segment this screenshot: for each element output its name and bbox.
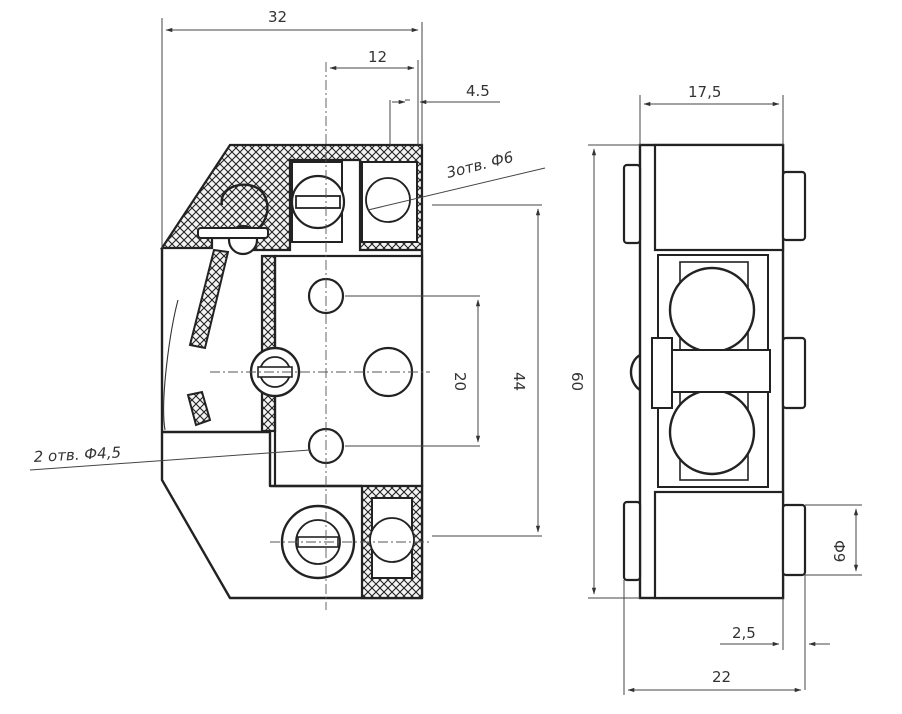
dim-slot-width: 4.5 (466, 82, 490, 100)
lever-bar (197, 227, 269, 239)
side-tab-right-bottom (781, 503, 807, 577)
dim-side-width: 17,5 (688, 83, 721, 101)
side-tab-right-mid (781, 336, 807, 410)
side-left-clip (651, 337, 673, 409)
dim-side-total-width: 22 (712, 668, 731, 686)
side-tab-left-bottom (622, 500, 642, 582)
side-clip-arc (629, 353, 641, 391)
side-roller-bottom (668, 388, 756, 476)
top-hole (365, 177, 411, 223)
spring-coil (220, 183, 269, 234)
side-middle-bar (667, 349, 771, 393)
dim-tab-width: 2,5 (732, 624, 756, 642)
callout-3-holes: 3отв. Ф6 (445, 148, 516, 182)
side-bottom-block (653, 490, 785, 600)
dim-inner-offset: 12 (368, 48, 387, 66)
callout-2-holes: 2 отв. Ф4,5 (33, 443, 121, 466)
body-step-line (162, 430, 362, 488)
side-view: 17,5 60 Ф9 2,5 22 (568, 83, 862, 695)
side-top-block (653, 143, 785, 252)
bottom-hole (369, 517, 415, 563)
dim-overall-width: 32 (268, 8, 287, 26)
side-roller-top (668, 266, 756, 354)
side-tab-right-top (781, 170, 807, 242)
lever-arm (188, 248, 230, 350)
dim-total-height: 60 (568, 372, 586, 391)
dim-body-height: 44 (510, 372, 528, 391)
front-view: 32 12 4.5 3отв. Ф6 20 44 2 отв. Ф4,5 (29, 8, 546, 610)
dim-hole-spacing: 20 (451, 372, 469, 391)
top-screw-slot (295, 195, 341, 209)
side-tab-left-top (622, 163, 642, 245)
dim-tab-diameter: Ф9 (830, 540, 848, 562)
body-chamfer-line (163, 299, 179, 431)
lower-lever (186, 390, 212, 427)
vertical-hatch-strip (260, 254, 277, 433)
